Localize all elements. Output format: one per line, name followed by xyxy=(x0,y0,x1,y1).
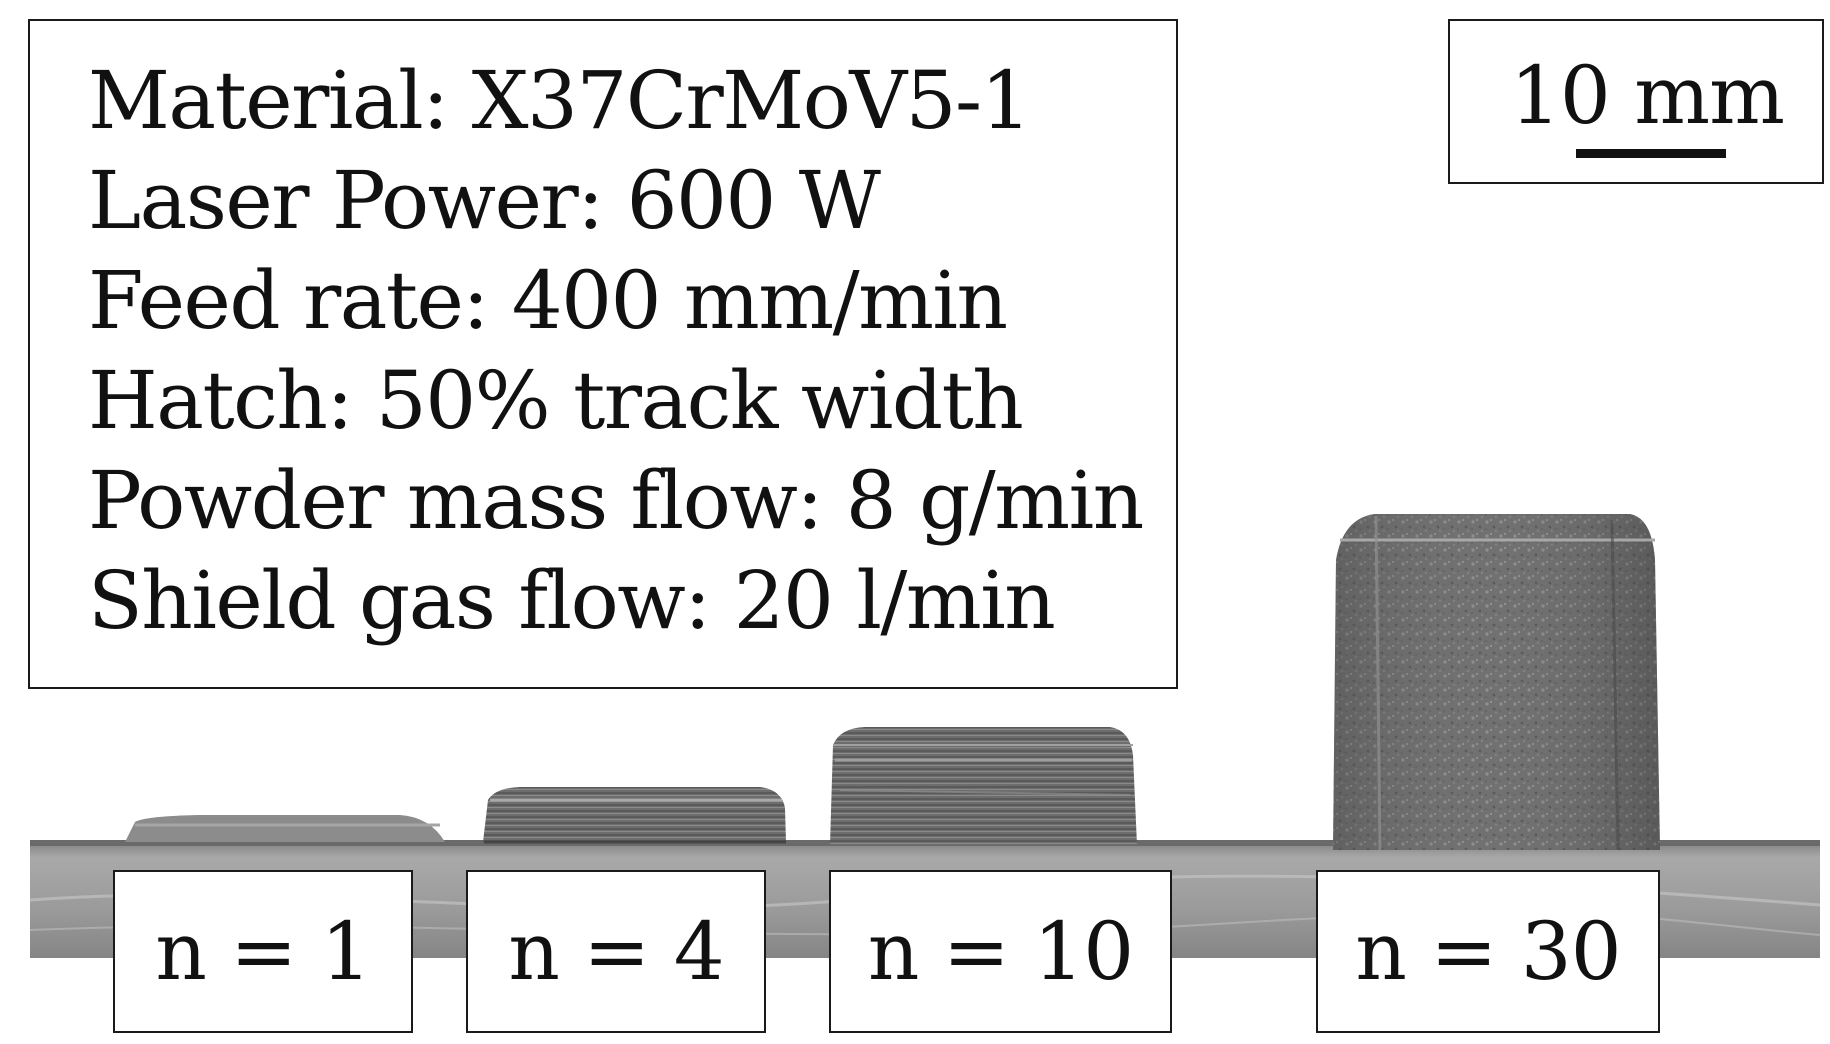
sample-label-n30: n = 30 xyxy=(1316,870,1660,1033)
sample-label-n10: n = 10 xyxy=(829,870,1172,1033)
hatch-line: Hatch: 50% track width xyxy=(88,354,1024,447)
process-parameters-box: Material: X37CrMoV5-1 Laser Power: 600 W… xyxy=(28,19,1178,689)
deposit-n10 xyxy=(830,727,1137,845)
scale-bar-label: 10 mm xyxy=(1510,49,1785,142)
deposit-n4 xyxy=(483,787,786,844)
shield-gas-flow-line: Shield gas flow: 20 l/min xyxy=(88,554,1056,647)
powder-mass-flow-line: Powder mass flow: 8 g/min xyxy=(88,454,1144,547)
feed-rate-line: Feed rate: 400 mm/min xyxy=(88,254,1008,347)
sample-label-n1: n = 1 xyxy=(113,870,413,1033)
sample-label-n4: n = 4 xyxy=(466,870,766,1033)
material-line: Material: X37CrMoV5-1 xyxy=(88,54,1031,147)
deposit-n1 xyxy=(125,815,445,842)
laser-power-line: Laser Power: 600 W xyxy=(88,154,881,247)
deposit-n30 xyxy=(1333,514,1660,851)
scale-bar-line xyxy=(1576,149,1726,158)
scale-bar-box: 10 mm xyxy=(1448,19,1824,184)
